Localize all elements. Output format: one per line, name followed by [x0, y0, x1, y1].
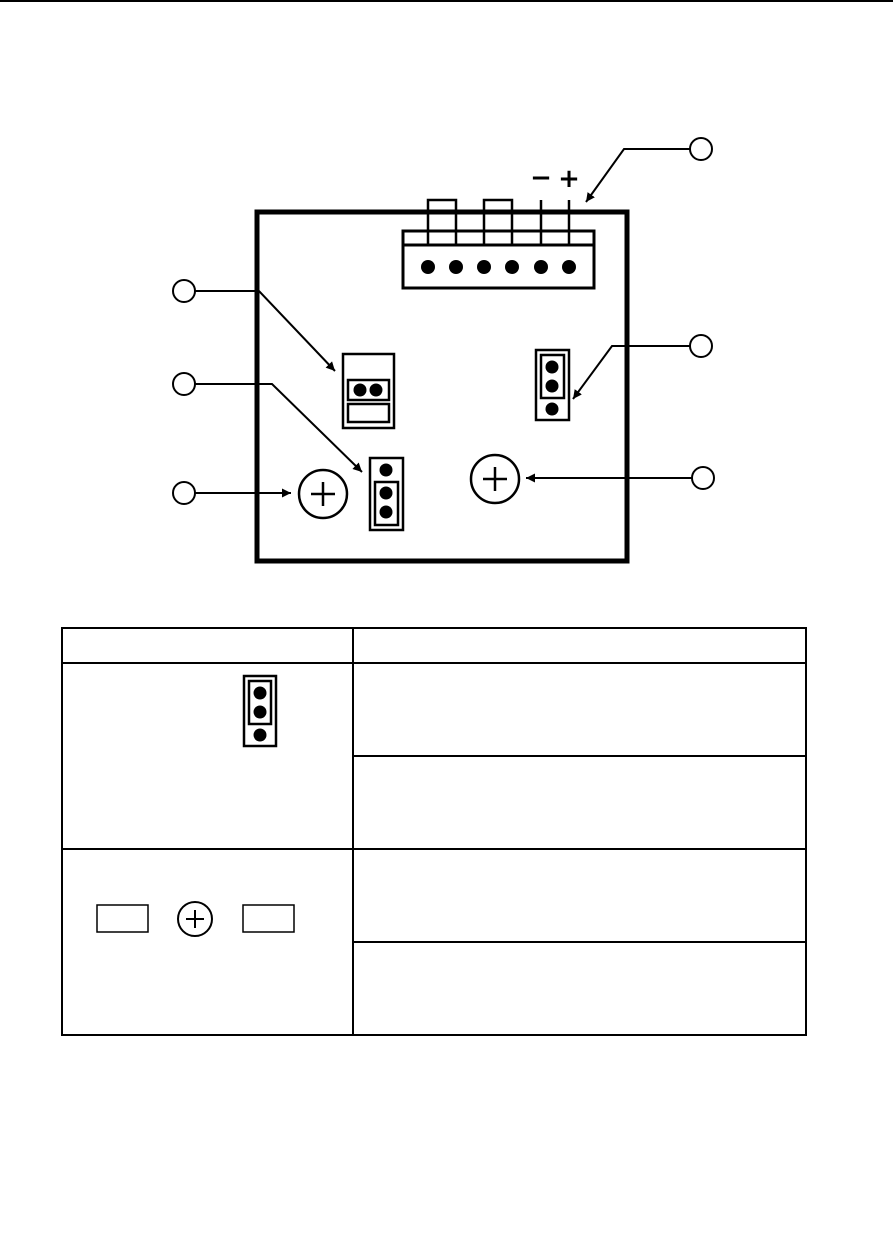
jumper-option-2 — [352, 755, 807, 850]
potentiometer-option-2 — [352, 941, 807, 1036]
wire-bridge-2 — [482, 198, 514, 245]
table-row — [61, 848, 807, 1036]
table-header-row — [61, 627, 807, 664]
potentiometer-with-pads-icon — [96, 901, 295, 937]
table-header-right — [352, 627, 807, 664]
leader-power — [585, 148, 690, 203]
leader-jumper-center — [195, 383, 363, 473]
potentiometer-left — [297, 468, 349, 520]
potentiometer-option-1 — [352, 848, 807, 943]
callout-circle-jumper-right — [689, 334, 713, 358]
jumper-3pin-top-icon — [242, 674, 278, 748]
settings-table — [61, 627, 807, 1036]
wire-bridge-1 — [426, 198, 458, 245]
jumper-right — [534, 348, 571, 422]
table-row — [61, 662, 807, 850]
terminal-5 — [534, 260, 548, 274]
dip-switch-component — [341, 352, 396, 430]
potentiometer-setting-cell — [61, 848, 354, 1036]
callout-circle-jumper-center — [172, 372, 196, 396]
terminal-6 — [562, 260, 576, 274]
jumper-setting-cell — [61, 662, 354, 850]
polarity-minus-label: − — [530, 163, 552, 193]
potentiometer-right — [469, 453, 521, 505]
callout-circle-pot-left — [172, 481, 196, 505]
table-row — [62, 941, 807, 1036]
terminal-3 — [477, 260, 491, 274]
board-outline — [254, 209, 630, 564]
table-row — [62, 755, 807, 850]
table-header-left — [61, 627, 354, 664]
terminal-block: − + — [401, 163, 596, 290]
terminal-1 — [421, 260, 435, 274]
callout-circle-dip-switch — [172, 279, 196, 303]
page-top-rule — [0, 0, 893, 2]
circuit-board-diagram: − + — [172, 137, 715, 564]
callout-circle-power — [689, 137, 713, 161]
jumper-center — [368, 456, 405, 532]
polarity-plus-label: + — [558, 164, 580, 194]
jumper-option-1 — [352, 662, 807, 757]
terminal-2 — [449, 260, 463, 274]
callout-circle-pot-right — [691, 466, 715, 490]
terminal-4 — [505, 260, 519, 274]
leader-jumper-right — [572, 345, 690, 400]
leader-dip-switch — [195, 290, 336, 372]
